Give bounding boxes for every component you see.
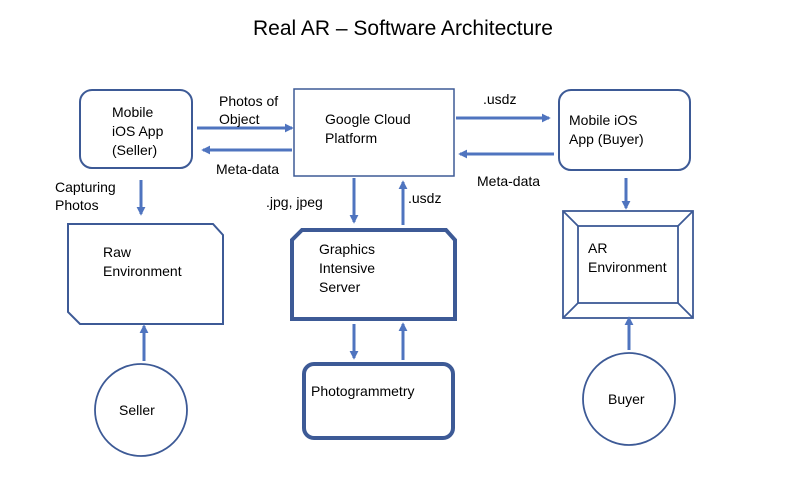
buyer-app-line-1: Mobile iOS xyxy=(569,112,638,128)
seller-node xyxy=(94,363,188,457)
ar-environment-label: AR Environment xyxy=(588,239,667,277)
buyer-label: Buyer xyxy=(608,391,645,407)
graphics-line-2: Intensive xyxy=(319,260,376,276)
meta-data-left-label: Meta-data xyxy=(216,161,280,177)
meta-data-right-label: Meta-data xyxy=(477,173,541,189)
cloud-platform-node xyxy=(293,88,455,177)
seller-app-node xyxy=(79,89,193,169)
cloud-line-2: Platform xyxy=(325,130,378,146)
usdz-up-label: .usdz xyxy=(408,190,442,206)
seller-app-label: Mobile iOS App (Seller) xyxy=(112,103,163,160)
photos-of-object-line-1: Photos of xyxy=(219,93,279,109)
buyer-node xyxy=(582,352,676,446)
photogrammetry-node xyxy=(302,362,455,440)
ar-env-line-1: AR xyxy=(588,240,608,256)
photogrammetry-label: Photogrammetry xyxy=(311,383,415,399)
photos-of-object-line-2: Object xyxy=(219,111,260,127)
seller-label: Seller xyxy=(119,402,155,418)
raw-env-line-2: Environment xyxy=(103,263,182,279)
jpg-jpeg-label: .jpg, jpeg xyxy=(266,194,323,210)
seller-app-line-3: (Seller) xyxy=(112,142,158,158)
capturing-photos-label: Capturing Photos xyxy=(55,178,116,214)
ar-env-line-2: Environment xyxy=(588,259,667,275)
graphics-line-1: Graphics xyxy=(319,241,376,257)
raw-env-line-1: Raw xyxy=(103,244,132,260)
buyer-app-line-2: App (Buyer) xyxy=(569,131,644,147)
usdz-top-label: .usdz xyxy=(483,91,517,107)
capturing-photos-line-2: Photos xyxy=(55,197,99,213)
diagram-title: Real AR – Software Architecture xyxy=(253,17,553,40)
capturing-photos-line-1: Capturing xyxy=(55,179,116,195)
buyer-app-label: Mobile iOS App (Buyer) xyxy=(569,111,644,149)
raw-environment-label: Raw Environment xyxy=(103,243,182,281)
buyer-app-node xyxy=(558,89,691,171)
raw-environment-node xyxy=(67,223,224,325)
graphics-server-node xyxy=(290,228,457,321)
photos-of-object-label: Photos of Object xyxy=(219,92,278,128)
seller-app-line-2: iOS App xyxy=(112,123,164,139)
graphics-server-label: Graphics Intensive Server xyxy=(319,240,375,297)
seller-app-line-1: Mobile xyxy=(112,104,154,120)
cloud-line-1: Google Cloud xyxy=(325,111,411,127)
graphics-line-3: Server xyxy=(319,279,361,295)
ar-environment-node xyxy=(562,210,694,319)
cloud-platform-label: Google Cloud Platform xyxy=(325,110,411,148)
